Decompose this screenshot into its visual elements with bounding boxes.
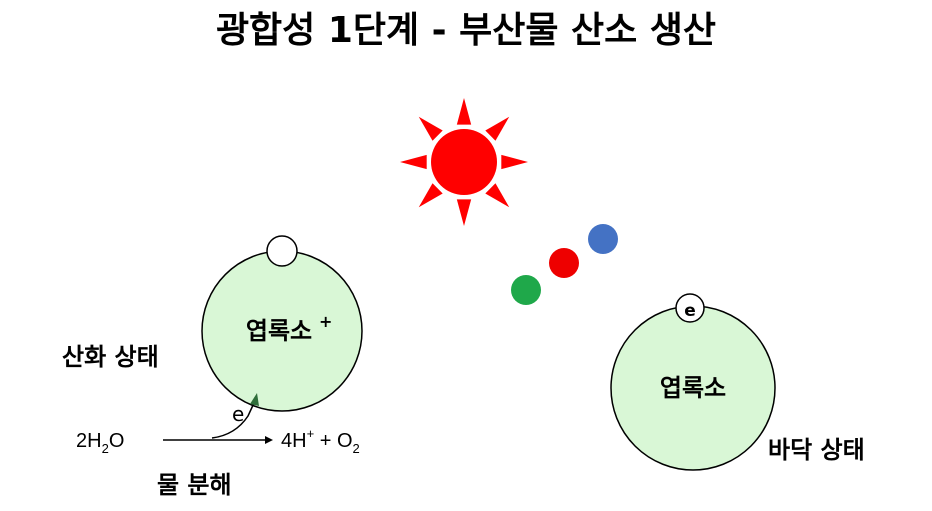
photon-red <box>549 248 579 278</box>
water-splitting-label: 물 분해 <box>157 471 232 499</box>
sun-ray <box>418 116 443 141</box>
sun-ray <box>485 183 510 208</box>
electron-symbol: e <box>684 301 696 321</box>
sun-ray <box>400 154 427 170</box>
reactant-water: 2H2O <box>76 430 124 456</box>
electron-dot <box>675 293 705 323</box>
charge-sign: + <box>319 312 332 331</box>
sun-ray <box>485 116 510 141</box>
chlorophyll-oxidized: 엽록소 + <box>201 235 363 412</box>
reaction-arrowhead <box>265 436 273 444</box>
chlorophyll-label: 엽록소 <box>660 374 726 402</box>
sun-rays <box>400 98 528 226</box>
electron-label: e <box>232 402 244 426</box>
electron-curve <box>211 402 255 439</box>
electron-hole <box>266 235 298 267</box>
page-title: 광합성 1단계 - 부산물 산소 생산 <box>216 10 716 51</box>
photon-blue <box>588 224 618 254</box>
oxidized-state-label: 산화 상태 <box>62 343 159 371</box>
electron-arrowhead <box>250 393 259 406</box>
sun-icon <box>400 98 528 226</box>
sun-ray <box>501 154 528 170</box>
chlorophyll-ground: e 엽록소 <box>610 293 776 471</box>
sun-body <box>431 129 497 195</box>
products: 4H+ + O2 <box>281 426 360 456</box>
chlorophyll-label: 엽록소 <box>246 317 312 345</box>
reaction-equation: 2H2O 4H+ + O2 <box>76 426 360 456</box>
photon-green <box>511 275 541 305</box>
ground-state-label: 바닥 상태 <box>768 436 865 464</box>
sun-ray <box>418 183 443 208</box>
sun-ray <box>456 199 472 226</box>
sun-ray <box>456 98 472 125</box>
